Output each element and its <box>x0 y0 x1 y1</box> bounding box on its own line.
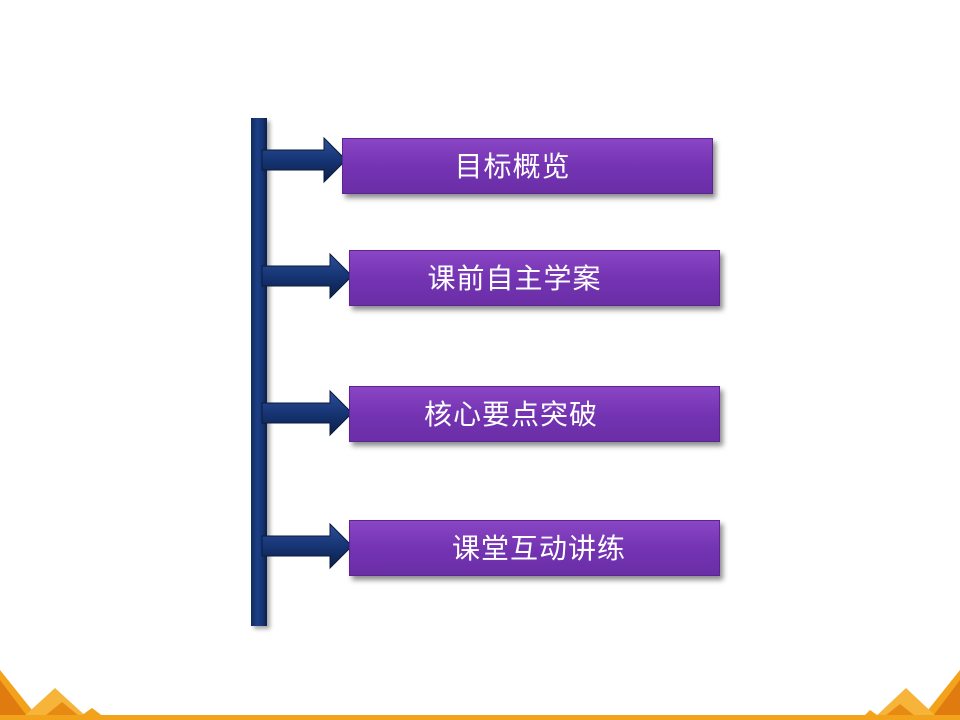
arrow-right-icon <box>261 389 353 437</box>
menu-button-classroom-practice[interactable]: 课堂互动讲练 <box>349 520 720 576</box>
corner-decoration-left <box>0 670 108 720</box>
corner-decoration-right <box>860 670 960 720</box>
bottom-stripe <box>0 715 960 720</box>
menu-spine <box>251 118 267 626</box>
menu-button-goal-overview[interactable]: 目标概览 <box>342 138 713 194</box>
arrow-right-icon <box>261 252 353 300</box>
arrow-right-icon <box>261 136 347 184</box>
menu-button-key-points[interactable]: 核心要点突破 <box>349 386 720 442</box>
menu-button-pre-class-study[interactable]: 课前自主学案 <box>349 250 720 306</box>
arrow-right-icon <box>261 522 353 570</box>
